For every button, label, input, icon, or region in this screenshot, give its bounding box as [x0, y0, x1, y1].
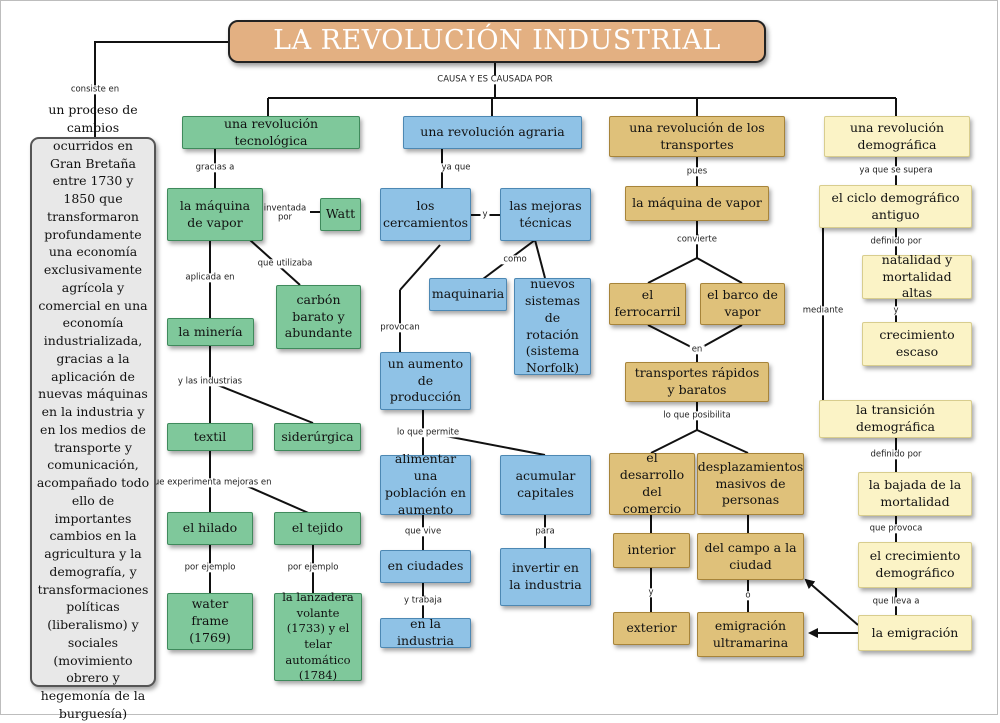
label-que-utilizaba: que utilizaba: [255, 258, 315, 269]
node-interior: interior: [613, 533, 690, 568]
node-maquina-vapor-2: la máquina de vapor: [625, 186, 769, 221]
node-rev-agraria: una revolución agraria: [403, 116, 582, 149]
node-crecimiento-demografico: el crecimiento demográfico: [858, 542, 972, 588]
node-lanzadera: la lanzadera volante (1733) y el telar a…: [274, 590, 362, 682]
node-cercamientos: los cercamientos: [380, 188, 471, 241]
node-industria: en la industria: [380, 616, 471, 648]
label-mediante: mediante: [800, 305, 846, 316]
label-pues: pues: [684, 166, 710, 177]
node-ciudades: en ciudades: [380, 550, 471, 583]
label-lo-que-posibilita: lo que posibilita: [661, 410, 733, 421]
label-y3: y: [891, 305, 901, 316]
label-ya-que: ya que: [439, 162, 473, 173]
node-textil: textil: [167, 423, 253, 451]
node-barco: el barco de vapor: [700, 283, 785, 325]
label-y: y: [480, 209, 490, 220]
label-o: o: [743, 590, 753, 601]
node-aumento: un aumento de producción: [380, 352, 471, 410]
label-y-las-industrias: y las industrias: [175, 376, 245, 387]
node-rev-tecnologica: una revolución tecnológica: [182, 116, 360, 149]
node-tejido: el tejido: [274, 512, 361, 545]
node-mineria: la minería: [167, 318, 254, 346]
label-gracias-a: gracias a: [193, 162, 237, 173]
node-rev-transportes: una revolución de los transportes: [609, 116, 785, 157]
label-para: para: [533, 526, 557, 537]
label-definido-por-1: definido por: [868, 236, 924, 247]
node-campo-ciudad: del campo a la ciudad: [697, 533, 804, 580]
label-que-provoca: que provoca: [867, 523, 925, 534]
label-por-ejemplo-1: por ejemplo: [182, 562, 238, 573]
node-rev-demografica: una revolución demográfica: [824, 116, 970, 157]
node-crecimiento-escaso: crecimiento escaso: [862, 322, 972, 366]
label-que-vive: que vive: [402, 526, 444, 537]
node-transportes: transportes rápidos y baratos: [625, 362, 769, 402]
node-desplazamientos: desplazamientos masivos de personas: [697, 453, 804, 515]
label-inventada-por: inventada por: [260, 204, 310, 224]
label-convierte: convierte: [675, 234, 719, 245]
node-emigracion: la emigración: [858, 615, 972, 651]
label-aplicada-en: aplicada en: [183, 272, 237, 283]
label-causa: CAUSA Y ES CAUSADA POR: [435, 74, 555, 85]
label-que-lleva-a: que lleva a: [870, 596, 922, 607]
definition-box: un proceso de cambios ocurridos en Gran …: [30, 102, 156, 721]
label-y-trabaja: y trabaja: [402, 595, 444, 606]
node-alimentar: alimentar una población en aumento: [380, 451, 471, 517]
node-comercio: el desarrollo del comercio: [609, 450, 695, 516]
label-como: como: [501, 254, 529, 265]
label-lo-que-permite: lo que permite: [394, 427, 462, 438]
node-bajada-mortalidad: la bajada de la mortalidad: [858, 472, 972, 516]
node-exterior: exterior: [613, 612, 690, 645]
label-y2: y: [646, 587, 656, 598]
label-que-experimenta: que experimenta mejoras en: [146, 477, 274, 488]
node-acumular: acumular capitales: [500, 455, 591, 515]
title-box: LA REVOLUCIÓN INDUSTRIAL: [228, 20, 766, 63]
node-rotacion: nuevos sistemas de rotación (sistema Nor…: [514, 276, 591, 375]
node-mejoras: las mejoras técnicas: [500, 188, 591, 241]
node-transicion: la transición demográfica: [819, 400, 972, 438]
node-emigracion-ultramarina: emigración ultramarina: [697, 612, 804, 657]
node-siderurgica: siderúrgica: [274, 423, 361, 451]
label-consiste: consiste en: [68, 84, 122, 95]
node-maquina-vapor-1: la máquina de vapor: [167, 188, 263, 241]
node-water-frame: water frame (1769): [167, 593, 253, 650]
label-por-ejemplo-2: por ejemplo: [285, 562, 341, 573]
node-maquinaria: maquinaria: [429, 278, 507, 311]
node-carbon: carbón barato y abundante: [276, 285, 361, 349]
node-invertir: invertir en la industria: [500, 548, 591, 606]
label-definido-por-2: definido por: [868, 449, 924, 460]
label-ya-que-se-supera: ya que se supera: [857, 165, 935, 176]
node-ciclo-antiguo: el ciclo demográfico antiguo: [819, 185, 972, 228]
node-watt: Watt: [320, 198, 361, 231]
node-hilado: el hilado: [167, 512, 253, 545]
label-en: en: [689, 344, 705, 355]
node-ferrocarril: el ferrocarril: [609, 283, 686, 325]
label-provocan: provocan: [378, 322, 422, 333]
node-natalidad: natalidad y mortalidad altas: [862, 252, 972, 300]
